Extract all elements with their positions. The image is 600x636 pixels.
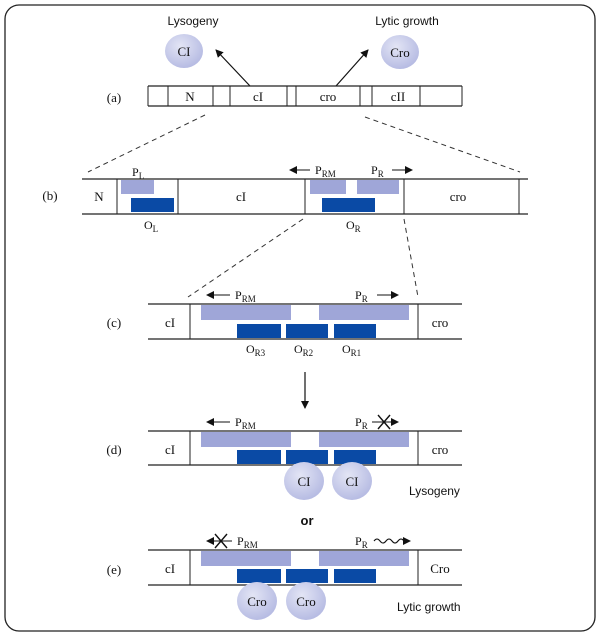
prm-promoter-box-e (201, 551, 291, 566)
row-b-seg-n: N (94, 189, 104, 204)
row-e-right-cro: Cro (430, 561, 450, 576)
row-e-left-ci: cI (165, 561, 175, 576)
prm-label-e: PRM (237, 534, 258, 550)
cro-bubble-text: Cro (390, 45, 410, 60)
arrow-to-lytic (335, 49, 369, 87)
row-a-dna (147, 85, 463, 107)
row-a-seg-cro: cro (320, 89, 337, 104)
cro-protein-bubble-top: Cro (381, 35, 419, 69)
pr-blocked-arrow-d (372, 414, 399, 430)
or-word: or (301, 513, 314, 528)
ci-bubble-d2: CI (332, 462, 372, 500)
ol-label: OL (144, 218, 158, 234)
pr-transcript-wave-e (373, 538, 405, 544)
row-b-seg-ci: cI (236, 189, 246, 204)
row-d-label: (d) (106, 442, 121, 457)
pr-label-e: PR (355, 534, 368, 550)
outer-frame (4, 4, 596, 632)
row-a-seg-cii: cII (391, 89, 405, 104)
prm-blocked-arrow-e (206, 533, 232, 549)
row-b-label: (b) (42, 188, 57, 203)
ci-protein-bubble-top: CI (165, 34, 203, 68)
or2-label: OR2 (294, 342, 313, 358)
ci-bubble-d1: CI (284, 462, 324, 500)
row-d-left-ci: cI (165, 442, 175, 457)
row-c-dna (148, 303, 462, 340)
prm-label-b: PRM (315, 163, 336, 179)
pr-label-b: PR (371, 163, 384, 179)
pr-promoter-box-e (319, 551, 409, 566)
row-a-seg-n: N (185, 89, 195, 104)
ol-operator-box (131, 198, 174, 212)
lytic-growth-caption: Lytic growth (397, 600, 461, 614)
expand-line-ab-left (87, 114, 206, 173)
or1-label: OR1 (342, 342, 361, 358)
ci-bubble-text: CI (178, 44, 191, 59)
row-a-seg-ci: cI (253, 89, 263, 104)
row-d-right-cro: cro (432, 442, 449, 457)
prm-label-d: PRM (235, 415, 256, 431)
row-c-right-cro: cro (432, 315, 449, 330)
svg-text:Cro: Cro (247, 594, 267, 609)
prm-promoter-box-c (201, 305, 291, 320)
lytic-growth-top-label: Lytic growth (375, 14, 439, 28)
or3-operator-box-e (237, 569, 281, 583)
or3-label: OR3 (246, 342, 266, 358)
lysogeny-caption: Lysogeny (409, 484, 460, 498)
prm-promoter-box-d (201, 432, 291, 447)
or3-operator-box-d (237, 450, 281, 464)
pr-promoter-box-d (319, 432, 409, 447)
expand-line-bc-right (403, 218, 419, 298)
or2-operator-box-e (286, 569, 328, 583)
expand-line-ab-right (364, 116, 521, 173)
or1-operator-box-d (334, 450, 376, 464)
row-c-left-ci: cI (165, 315, 175, 330)
svg-text:CI: CI (298, 474, 311, 489)
row-c-label: (c) (107, 315, 121, 330)
pl-label: PL (132, 165, 144, 181)
pr-promoter-box-c (319, 305, 409, 320)
row-b-seg-cro: cro (450, 189, 467, 204)
or1-operator-box-c (334, 324, 376, 338)
cro-bubble-e1: Cro (237, 582, 277, 620)
or2-operator-box-c (286, 324, 328, 338)
pl-promoter-box (121, 180, 154, 194)
row-e-label: (e) (107, 562, 121, 577)
svg-text:Cro: Cro (296, 594, 316, 609)
prm-promoter-box-b (310, 180, 346, 194)
row-a-label: (a) (107, 90, 121, 105)
cro-bubble-e2: Cro (286, 582, 326, 620)
pr-label-d: PR (355, 415, 368, 431)
or1-operator-box-e (334, 569, 376, 583)
or3-operator-box-c (237, 324, 281, 338)
arrow-to-lysogeny (215, 49, 251, 87)
pr-promoter-box-b (357, 180, 399, 194)
or2-operator-box-d (286, 450, 328, 464)
prm-label-c: PRM (235, 288, 256, 304)
pr-label-c: PR (355, 288, 368, 304)
svg-text:CI: CI (346, 474, 359, 489)
or-operator-box-b (322, 198, 375, 212)
or-label-b: OR (346, 218, 361, 234)
lysogeny-top-label: Lysogeny (168, 14, 219, 28)
row-b-dna (82, 178, 528, 215)
